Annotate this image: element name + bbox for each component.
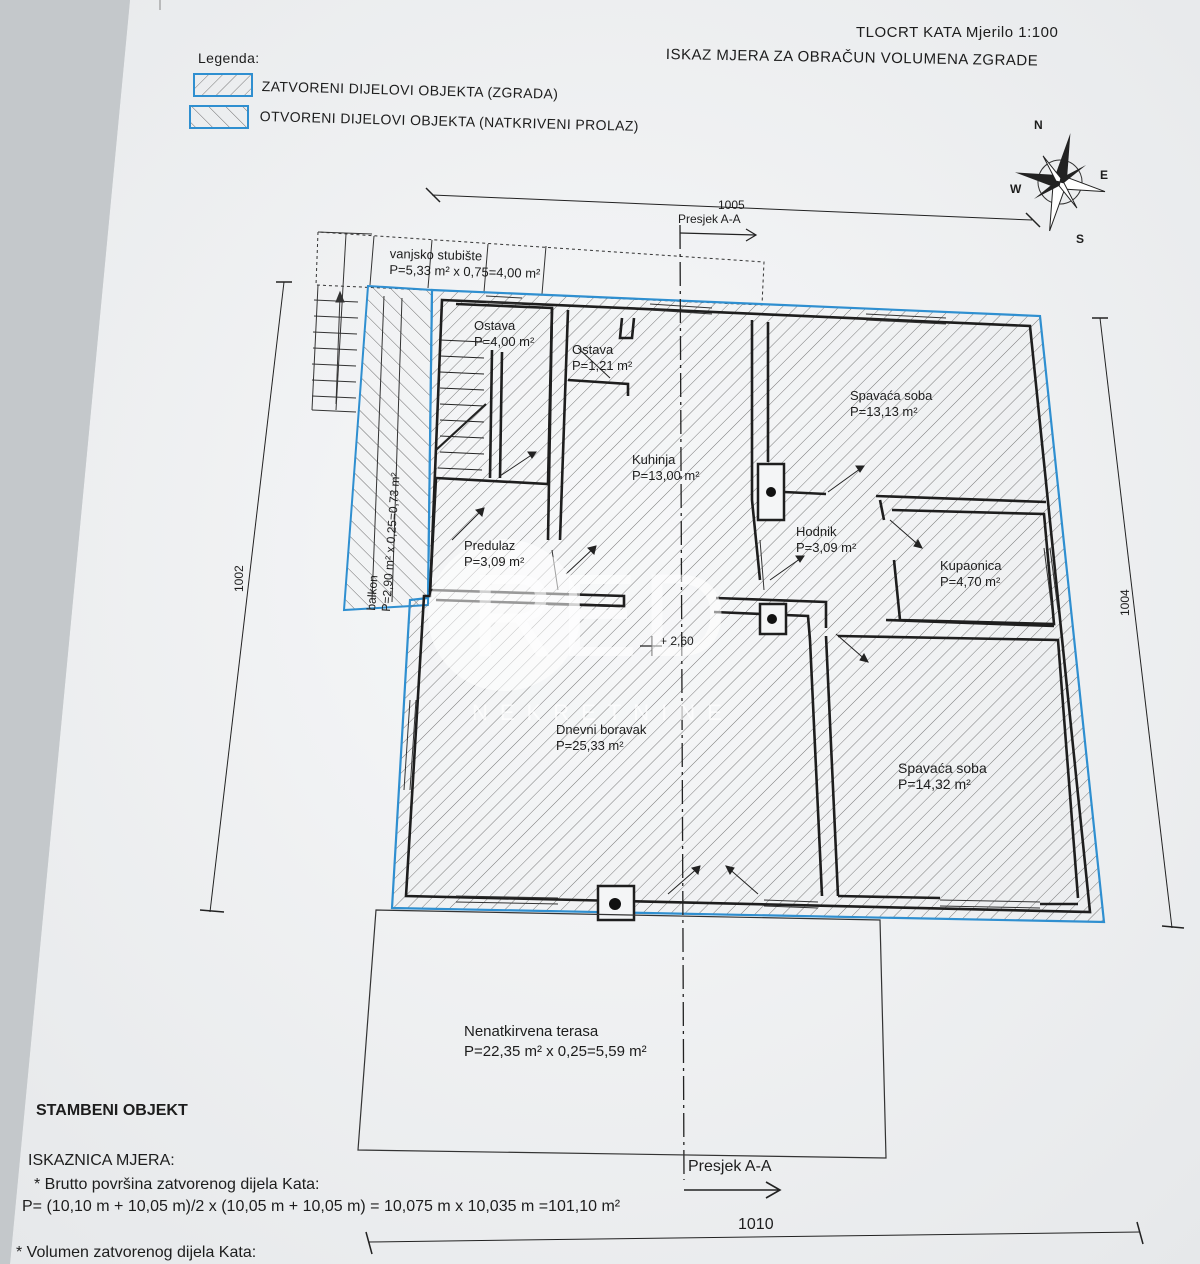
compass-e: E [1100, 168, 1109, 182]
dimension-left: 1002 [232, 565, 246, 592]
dimension-right: 1004 [1118, 589, 1132, 616]
room-terasa-label: Nenatkirvena terasa P=22,35 m² x 0,25=5,… [464, 1022, 647, 1062]
compass-rose [1015, 133, 1106, 232]
summary-line2: * Volumen zatvorenog dijela Kata: [16, 1244, 257, 1261]
room-spavaca1-label: Spavaća soba P=13,13 m² [850, 388, 932, 420]
room-spavaca1-name: Spavaća soba [850, 388, 933, 403]
chimney-1 [756, 462, 786, 522]
chimney-2 [758, 602, 788, 636]
legend-swatch-closed [193, 73, 253, 97]
compass-s: S [1076, 232, 1085, 246]
room-dnevni-label: Dnevni boravak P=25,33 m² [556, 722, 646, 754]
room-terasa-name: Nenatkirvena terasa [464, 1023, 599, 1040]
room-ostava1-area: P=4,00 m² [474, 334, 535, 349]
room-dnevni-area: P=25,33 m² [556, 738, 624, 753]
summary-line1: * Brutto površina zatvorenog dijela Kata… [34, 1176, 320, 1193]
terrace-outline [357, 909, 887, 1159]
section-line [679, 224, 782, 1199]
compass-w: W [1010, 182, 1022, 196]
room-ostava1-label: Ostava P=4,00 m² [474, 318, 534, 350]
room-hodnik-name: Hodnik [796, 524, 837, 539]
legend-title: Legenda: [198, 50, 260, 66]
room-predulaz-name: Predulaz [464, 538, 516, 553]
internal-stair [435, 339, 487, 471]
room-kuhinja-area: P=13,00 m² [632, 468, 700, 483]
room-dnevni-name: Dnevni boravak [556, 722, 647, 737]
summary-title: STAMBENI OBJEKT [36, 1102, 188, 1119]
room-terasa-area: P=22,35 m² x 0,25=5,59 m² [464, 1043, 647, 1060]
room-ostava1-name: Ostava [474, 318, 516, 333]
room-stairs-label: vanjsko stubište P=5,33 m² x 0,75=4,00 m… [389, 246, 541, 282]
drawing-title: TLOCRT KATA Mjerilo 1:100 [856, 24, 1059, 41]
summary-formula: P= (10,10 m + 10,05 m)/2 x (10,05 m + 10… [22, 1198, 621, 1215]
room-ostava2-name: Ostava [572, 342, 614, 357]
compass-n: N [1034, 118, 1043, 132]
room-hodnik-area: P=3,09 m² [796, 540, 857, 555]
level-marker [640, 636, 662, 656]
dimension-bottom: 1010 [738, 1216, 774, 1233]
watermark-sub: NEKRETNINE [472, 700, 734, 725]
room-kupaonica-area: P=4,70 m² [940, 574, 1001, 589]
room-ostava2-area: P=1,21 m² [572, 358, 633, 373]
room-kupaonica-label: Kupaonica P=4,70 m² [940, 558, 1001, 590]
section-label-top: Presjek A-A [678, 212, 741, 226]
room-predulaz-area: P=3,09 m² [464, 554, 525, 569]
section-label-bottom: Presjek A-A [688, 1158, 772, 1175]
room-spavaca2-area: P=14,32 m² [898, 776, 971, 792]
watermark-logo [428, 539, 580, 691]
room-spavaca1-area: P=13,13 m² [850, 404, 918, 419]
watermark-brand: RED [470, 550, 732, 682]
room-spavaca2-name: Spavaća soba [898, 760, 987, 776]
page-edge-shadow [0, 0, 130, 1264]
room-predulaz-label: Predulaz P=3,09 m² [464, 538, 524, 570]
building-footprint [390, 288, 1106, 924]
room-kupaonica-name: Kupaonica [940, 558, 1002, 573]
legend-swatch-open [189, 105, 249, 129]
room-ostava2-label: Ostava P=1,21 m² [572, 342, 632, 374]
room-kuhinja-name: Kuhinja [632, 452, 676, 467]
dimension-top: 1005 [718, 198, 745, 212]
door-arrows [451, 347, 923, 895]
room-spavaca2-label: Spavaća soba P=14,32 m² [898, 760, 987, 792]
summary-heading: ISKAZNICA MJERA: [28, 1152, 175, 1169]
room-hodnik-label: Hodnik P=3,09 m² [796, 524, 856, 556]
room-kuhinja-label: Kuhinja P=13,00 m² [632, 452, 700, 484]
level-marker-label: + 2,60 [660, 634, 694, 648]
